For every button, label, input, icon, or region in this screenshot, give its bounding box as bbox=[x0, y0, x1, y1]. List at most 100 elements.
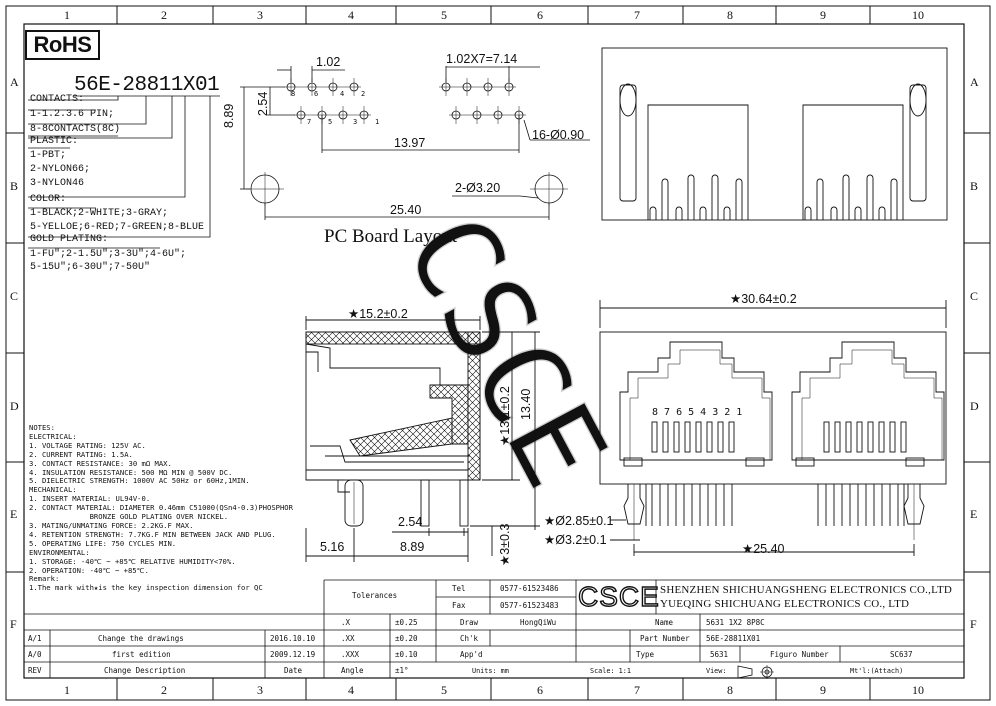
tb-approve-label: App'd bbox=[460, 650, 483, 659]
title-block bbox=[24, 579, 964, 678]
tb-rev-0-date: 2009.12.19 bbox=[270, 650, 316, 659]
grid-col-9: 9 bbox=[820, 8, 826, 22]
grid-col-3-bottom: 3 bbox=[257, 683, 263, 697]
pcb-dim-102: 1.02 bbox=[316, 55, 341, 69]
note-line: 2. OPERATION: -40℃ ~ +85℃. bbox=[29, 565, 149, 575]
tb-rev-0: A/0 bbox=[28, 650, 42, 659]
grid-ticks bbox=[6, 6, 990, 700]
note-line: ELECTRICAL: bbox=[29, 431, 77, 441]
pcb-dim-254: 2.54 bbox=[256, 91, 270, 116]
tb-rev-label: REV bbox=[28, 666, 42, 675]
grid-col-3: 3 bbox=[257, 8, 263, 22]
note-line: Remark: bbox=[29, 574, 60, 584]
rohs-mark: RoHS bbox=[25, 30, 100, 60]
tb-name-label: Name bbox=[655, 618, 674, 627]
pcb-pin-7: 7 bbox=[307, 118, 312, 126]
pcb-pin-3: 3 bbox=[353, 118, 358, 126]
grid-col-5: 5 bbox=[441, 8, 447, 22]
note-line: 4. RETENTION STRENGTH: 7.7KG.F MIN BETWE… bbox=[29, 529, 276, 539]
grid-row-c-right: C bbox=[970, 289, 979, 303]
grid-row-e: E bbox=[10, 507, 18, 521]
note-line: 5. OPERATING LIFE: 750 CYCLES MIN. bbox=[29, 538, 177, 548]
grid-col-10: 10 bbox=[912, 8, 924, 22]
grid-row-a: A bbox=[10, 75, 19, 89]
pcb-pin-2: 2 bbox=[361, 90, 366, 98]
front-dim-2540: ★25.40 bbox=[742, 542, 785, 556]
grid-row-a-right: A bbox=[970, 75, 979, 89]
front-dim-285-value: Ø2.85±0.1 bbox=[555, 514, 614, 528]
grid-row-c: C bbox=[10, 289, 19, 303]
notes-block: NOTES:ELECTRICAL:1. VOLTAGE RATING: 125V… bbox=[29, 423, 293, 593]
pcb-pin-5: 5 bbox=[328, 118, 333, 126]
spec-contacts-heading: CONTACTS: bbox=[30, 94, 85, 105]
grid-col-7: 7 bbox=[634, 8, 640, 22]
front-dim-2540-value: 25.40 bbox=[753, 542, 785, 556]
tb-scale: Scale: 1:1 bbox=[590, 667, 631, 675]
pcb-pin-6: 6 bbox=[314, 90, 319, 98]
tb-tolerances-label: Tolerances bbox=[352, 591, 398, 600]
front-dim-width: ★30.64±0.2 bbox=[730, 292, 797, 306]
note-line: 1. STORAGE: -40℃ ~ +85℃ RELATIVE HUMIDIT… bbox=[29, 556, 236, 566]
grid-row-d-right: D bbox=[970, 399, 979, 413]
grid-col-4: 4 bbox=[348, 8, 354, 22]
grid-col-8-bottom: 8 bbox=[727, 683, 733, 697]
spec-color-heading: COLOR: bbox=[30, 194, 67, 205]
grid-col-8: 8 bbox=[727, 8, 733, 22]
pcb-dim-pitch: 1.02X7=7.14 bbox=[446, 52, 518, 66]
tb-rev-0-desc: first edition bbox=[112, 650, 171, 659]
side-view bbox=[305, 316, 540, 562]
tb-rev-1: A/1 bbox=[28, 634, 42, 643]
front-leads bbox=[645, 484, 905, 526]
grid-row-b: B bbox=[10, 179, 19, 193]
spec-plastic-3: 3-NYLON46 bbox=[30, 178, 85, 189]
tb-rev-1-desc: Change the drawings bbox=[98, 634, 184, 643]
tb-tol-x-value: ±0.25 bbox=[395, 618, 418, 627]
top-view-pins bbox=[649, 174, 898, 220]
side-dim-254: 2.54 bbox=[398, 515, 423, 529]
tb-company-1: SHENZHEN SHICHUANGSHENG ELECTRONICS CO.,… bbox=[660, 584, 953, 596]
grid-row-d: D bbox=[10, 399, 19, 413]
side-dim-889: 8.89 bbox=[400, 540, 425, 554]
front-dim-32: ★Ø3.2±0.1 bbox=[544, 533, 607, 547]
side-dim-3-value: 3±0.3 bbox=[498, 523, 512, 555]
front-dim-width-value: 30.64±0.2 bbox=[741, 292, 797, 306]
pcb-pin-1: 1 bbox=[375, 118, 380, 126]
spec-gold-heading: GOLD PLATING: bbox=[30, 234, 109, 245]
grid-col-5-bottom: 5 bbox=[441, 683, 447, 697]
side-dim-h1-value: 13.1±0.2 bbox=[498, 386, 512, 435]
tb-figure: SC637 bbox=[890, 650, 913, 659]
tb-figure-label: Figuro Number bbox=[770, 650, 829, 659]
tb-tol-xxx: .XXX bbox=[341, 650, 360, 659]
tb-angle-value: ±1° bbox=[395, 666, 409, 675]
pcb-mount-centerlines bbox=[246, 172, 568, 206]
grid-col-7-bottom: 7 bbox=[634, 683, 640, 697]
tb-drawer: HongQiWu bbox=[520, 618, 557, 627]
grid-row-b-right: B bbox=[970, 179, 979, 193]
spec-contacts-1: 1-1.2.3.6 PIN; bbox=[30, 109, 115, 120]
tb-tel-label: Tel bbox=[452, 584, 466, 593]
tb-tel-value: 0577-61523486 bbox=[500, 584, 559, 593]
spec-color-2: 5-YELLOE;6-RED;7-GREEN;8-BLUE bbox=[30, 222, 205, 233]
tb-tol-xx-value: ±0.20 bbox=[395, 634, 418, 643]
grid-col-6: 6 bbox=[537, 8, 543, 22]
note-line: 2. CONTACT MATERIAL: DIAMETER 0.46mm C51… bbox=[29, 503, 293, 513]
part-code-leaders bbox=[28, 95, 220, 249]
grid-col-6-bottom: 6 bbox=[537, 683, 543, 697]
tb-type-label: Type bbox=[636, 650, 655, 659]
grid-row-f: F bbox=[10, 617, 17, 631]
pcb-dim-holes: 16-Ø0.90 bbox=[532, 128, 585, 142]
spec-plastic-2: 2-NYLON66; bbox=[30, 164, 91, 175]
front-pin-numbers: 8 7 6 5 4 3 2 1 bbox=[652, 407, 743, 418]
grid-col-9-bottom: 9 bbox=[820, 683, 826, 697]
pcb-pin-4: 4 bbox=[340, 90, 345, 98]
spec-plastic-heading: PLASTIC: bbox=[30, 136, 79, 147]
side-dim-width-value: 15.2±0.2 bbox=[359, 307, 408, 321]
note-line: 3. MATING/UNMATING FORCE: 2.2KG.F MAX. bbox=[29, 520, 194, 530]
spec-plastic-1: 1-PBT; bbox=[30, 150, 67, 161]
spec-gold-1: 1-FU";2-1.5U";3-3U";4-6U"; bbox=[30, 249, 187, 260]
tb-view: View: bbox=[706, 667, 727, 675]
tb-tol-x: .X bbox=[341, 618, 351, 627]
tb-angle-label: Angle bbox=[341, 666, 364, 675]
spec-contacts-2: 8-8CONTACTS(8C) bbox=[30, 124, 121, 135]
